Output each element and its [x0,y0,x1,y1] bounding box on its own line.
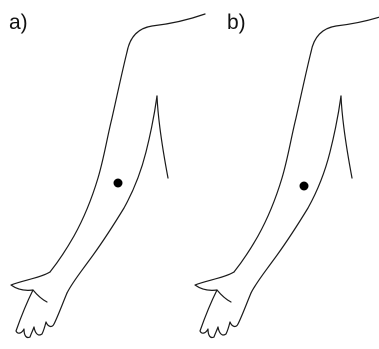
arm-drawing-a [11,14,205,338]
marker-dot-b [300,182,309,191]
marker-dot-a [114,179,123,188]
torso-contour-a [157,96,168,178]
torso-contour-b [341,96,352,178]
arm-inner-contour-b [251,96,341,293]
arm-drawing-b [195,14,379,338]
arm-inner-contour-a [67,96,157,293]
shoulder-outline-b [311,14,379,52]
arm-outer-contour-b [234,52,311,272]
hand-outline-b [195,272,251,338]
hand-outline-a [11,272,67,338]
thumb-crease-a [33,290,47,302]
shoulder-outline-a [127,14,205,52]
thumb-crease-b [217,290,231,302]
arm-outer-contour-a [50,52,127,272]
